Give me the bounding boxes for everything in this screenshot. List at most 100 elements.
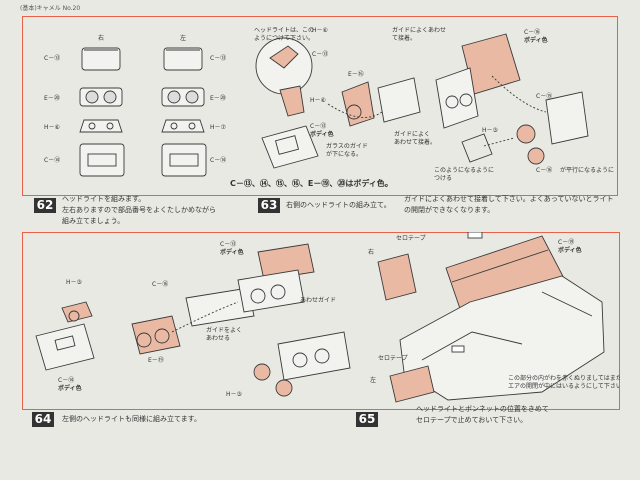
label-body-color3: ボディ色 xyxy=(558,246,582,254)
label-c14b: C－⑭ xyxy=(210,156,226,164)
step-65-text: ヘッドライトとボンネットの位置をきめて セロテープで止めておいて下さい。 xyxy=(416,404,616,426)
part-c15-box xyxy=(545,91,589,145)
label-guide2: あわせる xyxy=(206,335,230,342)
label-c14: C－⑭ xyxy=(58,376,74,384)
label-body-color: ボディ色 xyxy=(310,130,334,138)
part-e20-left xyxy=(161,87,205,107)
label-h6a: H－⑥ xyxy=(44,124,60,131)
part-c16-plate xyxy=(185,287,255,327)
label-c13: C－⑬ xyxy=(220,240,236,248)
label-note-head2: ようにつけて下さい。 xyxy=(254,35,314,42)
wheel-d xyxy=(275,379,293,397)
label-guide-top2: て接着。 xyxy=(392,34,416,42)
label-c16: C－⑯ xyxy=(524,28,540,36)
label-paint-note2: エアの開閉が中にはいるようにして下さい。 xyxy=(508,382,620,390)
part-c14-right xyxy=(79,143,125,177)
label-c14a: C－⑭ xyxy=(44,156,60,164)
label-body-note: C－⑬、⑭、⑮、⑯、E－⑲、⑳はボディ色。 xyxy=(230,178,393,188)
step-65-number: 65 xyxy=(356,412,378,427)
label-c13b: C－⑬ xyxy=(210,54,226,62)
label-c19: C－⑲ xyxy=(558,238,574,246)
step-63-number: 63 xyxy=(258,198,280,213)
step-62-line2: 左右ありますので部品番号をよくたしかめながら xyxy=(62,206,216,214)
step-63-line1: 右側のヘッドライトの組み立て。 xyxy=(286,201,391,209)
detail-circle xyxy=(255,37,313,95)
label-tape2: セロテープ xyxy=(378,355,408,362)
label-bottom-note2: つける xyxy=(434,175,452,182)
label-lens-note: ガラスのガイド xyxy=(326,142,368,150)
step-62-line1: ヘッドライトを組みます。 xyxy=(62,195,146,203)
label-h7b: H－⑦ xyxy=(210,124,227,131)
lower-panel xyxy=(22,232,620,410)
label-note-head: ヘッドライトは、この xyxy=(254,27,314,34)
label-left: 左 xyxy=(370,376,376,384)
label-e20b: E－⑳ xyxy=(210,94,226,102)
label-r: 右 xyxy=(98,34,104,42)
label-c16b: C－⑯ xyxy=(536,166,552,174)
wheel-c xyxy=(253,363,271,381)
label-body-color2: ボディ色 xyxy=(58,384,82,392)
headlight-right xyxy=(377,253,417,301)
step-64-number: 64 xyxy=(32,412,54,427)
part-c14-base xyxy=(35,323,95,371)
headlight-left xyxy=(389,365,435,403)
step-65-line1: ヘッドライトとボンネットの位置をきめて xyxy=(416,405,549,413)
label-h3b: H－③ xyxy=(226,391,242,398)
part-h7-left xyxy=(161,119,205,133)
label-h6c: H－⑥ xyxy=(312,27,328,34)
upper-panel xyxy=(22,16,618,196)
label-body-color: ボディ色 xyxy=(220,248,244,256)
step-64-text: 左側のヘッドライトも同様に組み立てます。 xyxy=(62,415,201,423)
label-c15: C－⑮ xyxy=(536,92,552,100)
label-guide: ガイドをよく xyxy=(206,326,242,334)
label-match-guide: あわせガイド xyxy=(300,296,336,304)
step-65-line2: セロテープで止めておいて下さい。 xyxy=(416,416,528,424)
part-c13-base xyxy=(261,125,319,169)
label-e20a: E－⑳ xyxy=(44,94,60,102)
label-h3: H－③ xyxy=(482,127,498,134)
lower-illustration: C－⑬ ボディ色 C－⑯ あわせガイド H－③ ガイドをよく あわせる E－⑲ … xyxy=(35,232,620,403)
label-guide-mid: ガイドによく xyxy=(394,130,430,138)
part-e20-right xyxy=(79,87,123,107)
step-62-number: 62 xyxy=(34,198,56,213)
label-tape: セロテープ xyxy=(396,235,426,242)
part-housing-right xyxy=(435,67,479,129)
part-h3-small xyxy=(61,301,93,323)
part-c14-left xyxy=(161,143,207,177)
part-bracket xyxy=(461,133,493,163)
label-bottom-note: このようになるように xyxy=(434,167,494,174)
part-h6-assembly xyxy=(279,85,305,117)
label-c13a: C－⑬ xyxy=(44,54,60,62)
part-c13-left xyxy=(163,47,203,71)
label-e16: E－⑯ xyxy=(348,70,364,78)
label-paint-note: この部分の内がわを赤くぬりましてはまた xyxy=(508,374,620,382)
label-parallel: が平行になるように xyxy=(560,166,614,174)
part-e16-assembly xyxy=(341,81,375,127)
part-frame xyxy=(237,269,305,313)
part-c13-right xyxy=(81,47,121,71)
running-header: (基本)キャメル No.20 xyxy=(20,5,81,12)
label-c13d: C－⑬ xyxy=(310,122,326,130)
part-lamp-box xyxy=(277,331,351,381)
wheel-b xyxy=(527,147,545,165)
step-62-text: ヘッドライトを組みます。 左右ありますので部品番号をよくたしかめながら 組み立て… xyxy=(62,194,262,227)
part-h6-right xyxy=(79,119,123,133)
label-lens-note2: が下になる。 xyxy=(326,150,362,158)
step-63-line2: ガイドによくあわせて接着して下さい。よくあっていないとライトの開閉ができなくなり… xyxy=(404,195,614,214)
part-c13-cover xyxy=(257,243,315,281)
tape-right xyxy=(467,232,483,239)
wheel-a xyxy=(516,124,536,144)
step-62-line3: 組み立てましょう。 xyxy=(62,217,125,225)
label-c13c: C－⑬ xyxy=(312,50,328,58)
label-c16: C－⑯ xyxy=(152,280,168,288)
upper-illustration: 右 左 C－⑬ C－⑬ E－⑳ E－⑳ H－⑥ H－⑦ C－⑭ C－⑭ ヘッドラ… xyxy=(44,26,614,188)
part-e19-housing xyxy=(131,315,181,355)
tape-left xyxy=(451,345,465,353)
label-guide-top: ガイドによくあわせ xyxy=(392,26,446,34)
label-guide-mid2: あわせて接着。 xyxy=(394,138,436,146)
label-h3a: H－③ xyxy=(66,279,82,286)
label-h6d: H－⑥ xyxy=(310,97,326,104)
label-e19: E－⑲ xyxy=(148,356,164,364)
label-right: 右 xyxy=(368,248,374,256)
